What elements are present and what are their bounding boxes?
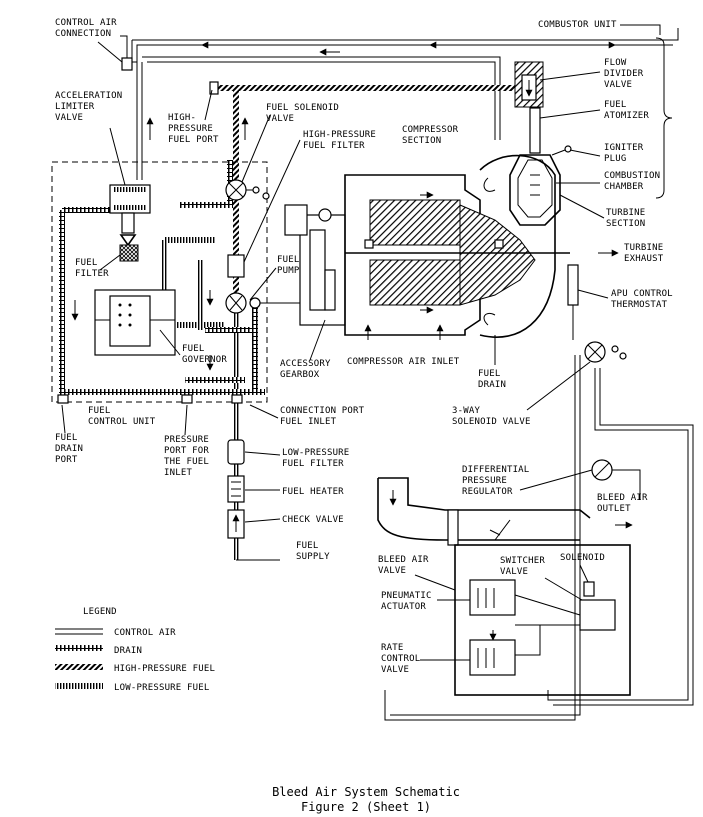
label-solenoid: SOLENOID xyxy=(560,553,605,563)
control-air-lines xyxy=(120,28,694,721)
flow-arrows xyxy=(71,41,616,371)
label-fuel-governor: FUEL GOVERNOR xyxy=(182,344,227,365)
label-rate-control-valve: RATE CONTROL VALVE xyxy=(381,643,426,675)
accessory-gearbox xyxy=(284,204,346,326)
fuel-governor xyxy=(94,289,176,356)
legend-symbols xyxy=(55,628,103,689)
three-way-solenoid-valve xyxy=(584,341,627,363)
label-fuel-supply: FUEL SUPPLY xyxy=(296,541,330,562)
label-high-pressure-fuel-filter: HIGH-PRESSURE FUEL FILTER xyxy=(303,130,382,151)
label-fuel-control-unit: FUEL CONTROL UNIT xyxy=(88,406,156,427)
fuel-heater xyxy=(227,475,245,503)
label-three-way-solenoid-valve: 3-WAY SOLENOID VALVE xyxy=(452,406,531,427)
legend-item-low-pressure-fuel: LOW-PRESSURE FUEL xyxy=(114,683,210,693)
check-valve xyxy=(227,509,245,539)
label-bleed-air-outlet: BLEED AIR OUTLET xyxy=(597,493,653,514)
label-combustor-unit: COMBUSTOR UNIT xyxy=(538,20,617,30)
fuel-filter xyxy=(119,234,139,262)
label-pneumatic-actuator: PNEUMATIC ACTUATOR xyxy=(381,591,437,612)
legend: LEGEND CONTROL AIR DRAIN HIGH-PRESSURE F… xyxy=(83,607,215,693)
legend-item-high-pressure-fuel: HIGH-PRESSURE FUEL xyxy=(114,664,215,674)
label-switcher-valve: SWITCHER VALVE xyxy=(500,556,551,577)
label-fuel-filter: FUEL FILTER xyxy=(75,258,109,279)
label-fuel-solenoid-valve: FUEL SOLENOID VALVE xyxy=(266,103,345,124)
legend-item-drain: DRAIN xyxy=(114,646,142,656)
label-differential-pressure-regulator: DIFFERENTIAL PRESSURE REGULATOR xyxy=(462,465,535,497)
pressure-port-fitting xyxy=(181,394,193,404)
caption-title: Bleed Air System Schematic xyxy=(272,785,460,799)
label-bleed-air-valve: BLEED AIR VALVE xyxy=(378,555,434,576)
combustor-unit-bracket xyxy=(655,37,673,199)
leader-lines xyxy=(61,24,661,661)
label-flow-divider-valve: FLOW DIVIDER VALVE xyxy=(604,58,649,90)
differential-pressure-regulator xyxy=(591,459,613,481)
low-pressure-fuel-lines xyxy=(162,237,239,560)
combustion-chamber xyxy=(509,154,561,226)
label-high-pressure-fuel-port: HIGH- PRESSURE FUEL PORT xyxy=(168,113,219,145)
fuel-drain-port-fitting xyxy=(57,394,69,404)
label-pressure-port-fuel-inlet: PRESSURE PORT FOR THE FUEL INLET xyxy=(164,435,215,478)
bleed-air-duct xyxy=(377,477,633,546)
fuel-atomizer xyxy=(529,107,541,154)
compressor-turbine-section xyxy=(344,154,570,338)
label-compressor-section: COMPRESSOR SECTION xyxy=(402,125,464,146)
label-control-air-connection: CONTROL AIR CONNECTION xyxy=(55,18,122,39)
label-combustion-chamber: COMBUSTION CHAMBER xyxy=(604,171,666,192)
label-low-pressure-fuel-filter: LOW-PRESSURE FUEL FILTER xyxy=(282,448,355,469)
flow-divider-valve xyxy=(514,61,544,108)
label-apu-control-thermostat: APU CONTROL THERMOSTAT xyxy=(611,289,678,310)
label-acceleration-limiter-valve: ACCELERATION LIMITER VALVE xyxy=(55,91,128,123)
high-pressure-fuel-port-fitting xyxy=(209,81,219,95)
label-fuel-heater: FUEL HEATER xyxy=(282,487,344,497)
igniter-plug xyxy=(551,145,572,156)
bleed-air-valve-assembly xyxy=(454,544,631,696)
legend-title: LEGEND xyxy=(83,607,117,617)
fuel-solenoid-valve xyxy=(225,179,270,201)
drain-lines xyxy=(59,160,265,395)
control-air-connection-fitting xyxy=(121,57,133,71)
acceleration-limiter-valve xyxy=(109,184,151,234)
label-compressor-air-inlet: COMPRESSOR AIR INLET xyxy=(347,357,460,367)
connection-port-fitting xyxy=(231,394,243,404)
label-fuel-drain: FUEL DRAIN xyxy=(478,369,506,390)
low-pressure-fuel-filter xyxy=(227,439,245,465)
label-connection-port-fuel-inlet: CONNECTION PORT FUEL INLET xyxy=(280,406,370,427)
label-fuel-pump: FUEL PUMP xyxy=(277,255,305,276)
legend-item-control-air: CONTROL AIR xyxy=(114,628,176,638)
label-turbine-section: TURBINE SECTION xyxy=(606,208,651,229)
label-igniter-plug: IGNITER PLUG xyxy=(604,143,649,164)
figure-caption: Bleed Air System Schematic Figure 2 (She… xyxy=(272,785,460,814)
compressor-air-inlet-arrows xyxy=(364,324,444,340)
label-accessory-gearbox: ACCESSORY GEARBOX xyxy=(280,359,336,380)
label-fuel-atomizer: FUEL ATOMIZER xyxy=(604,100,649,121)
label-check-valve: CHECK VALVE xyxy=(282,515,344,525)
fuel-pump xyxy=(225,292,300,314)
label-turbine-exhaust: TURBINE EXHAUST xyxy=(624,243,669,264)
high-pressure-fuel-filter xyxy=(227,254,245,278)
caption-subtitle: Figure 2 (Sheet 1) xyxy=(301,800,431,814)
component-labels: CONTROL AIR CONNECTION COMBUSTOR UNIT FL… xyxy=(55,18,678,675)
label-fuel-drain-port: FUEL DRAIN PORT xyxy=(55,433,89,465)
fuel-control-unit-boundary xyxy=(51,161,268,403)
apu-control-thermostat xyxy=(567,264,579,340)
